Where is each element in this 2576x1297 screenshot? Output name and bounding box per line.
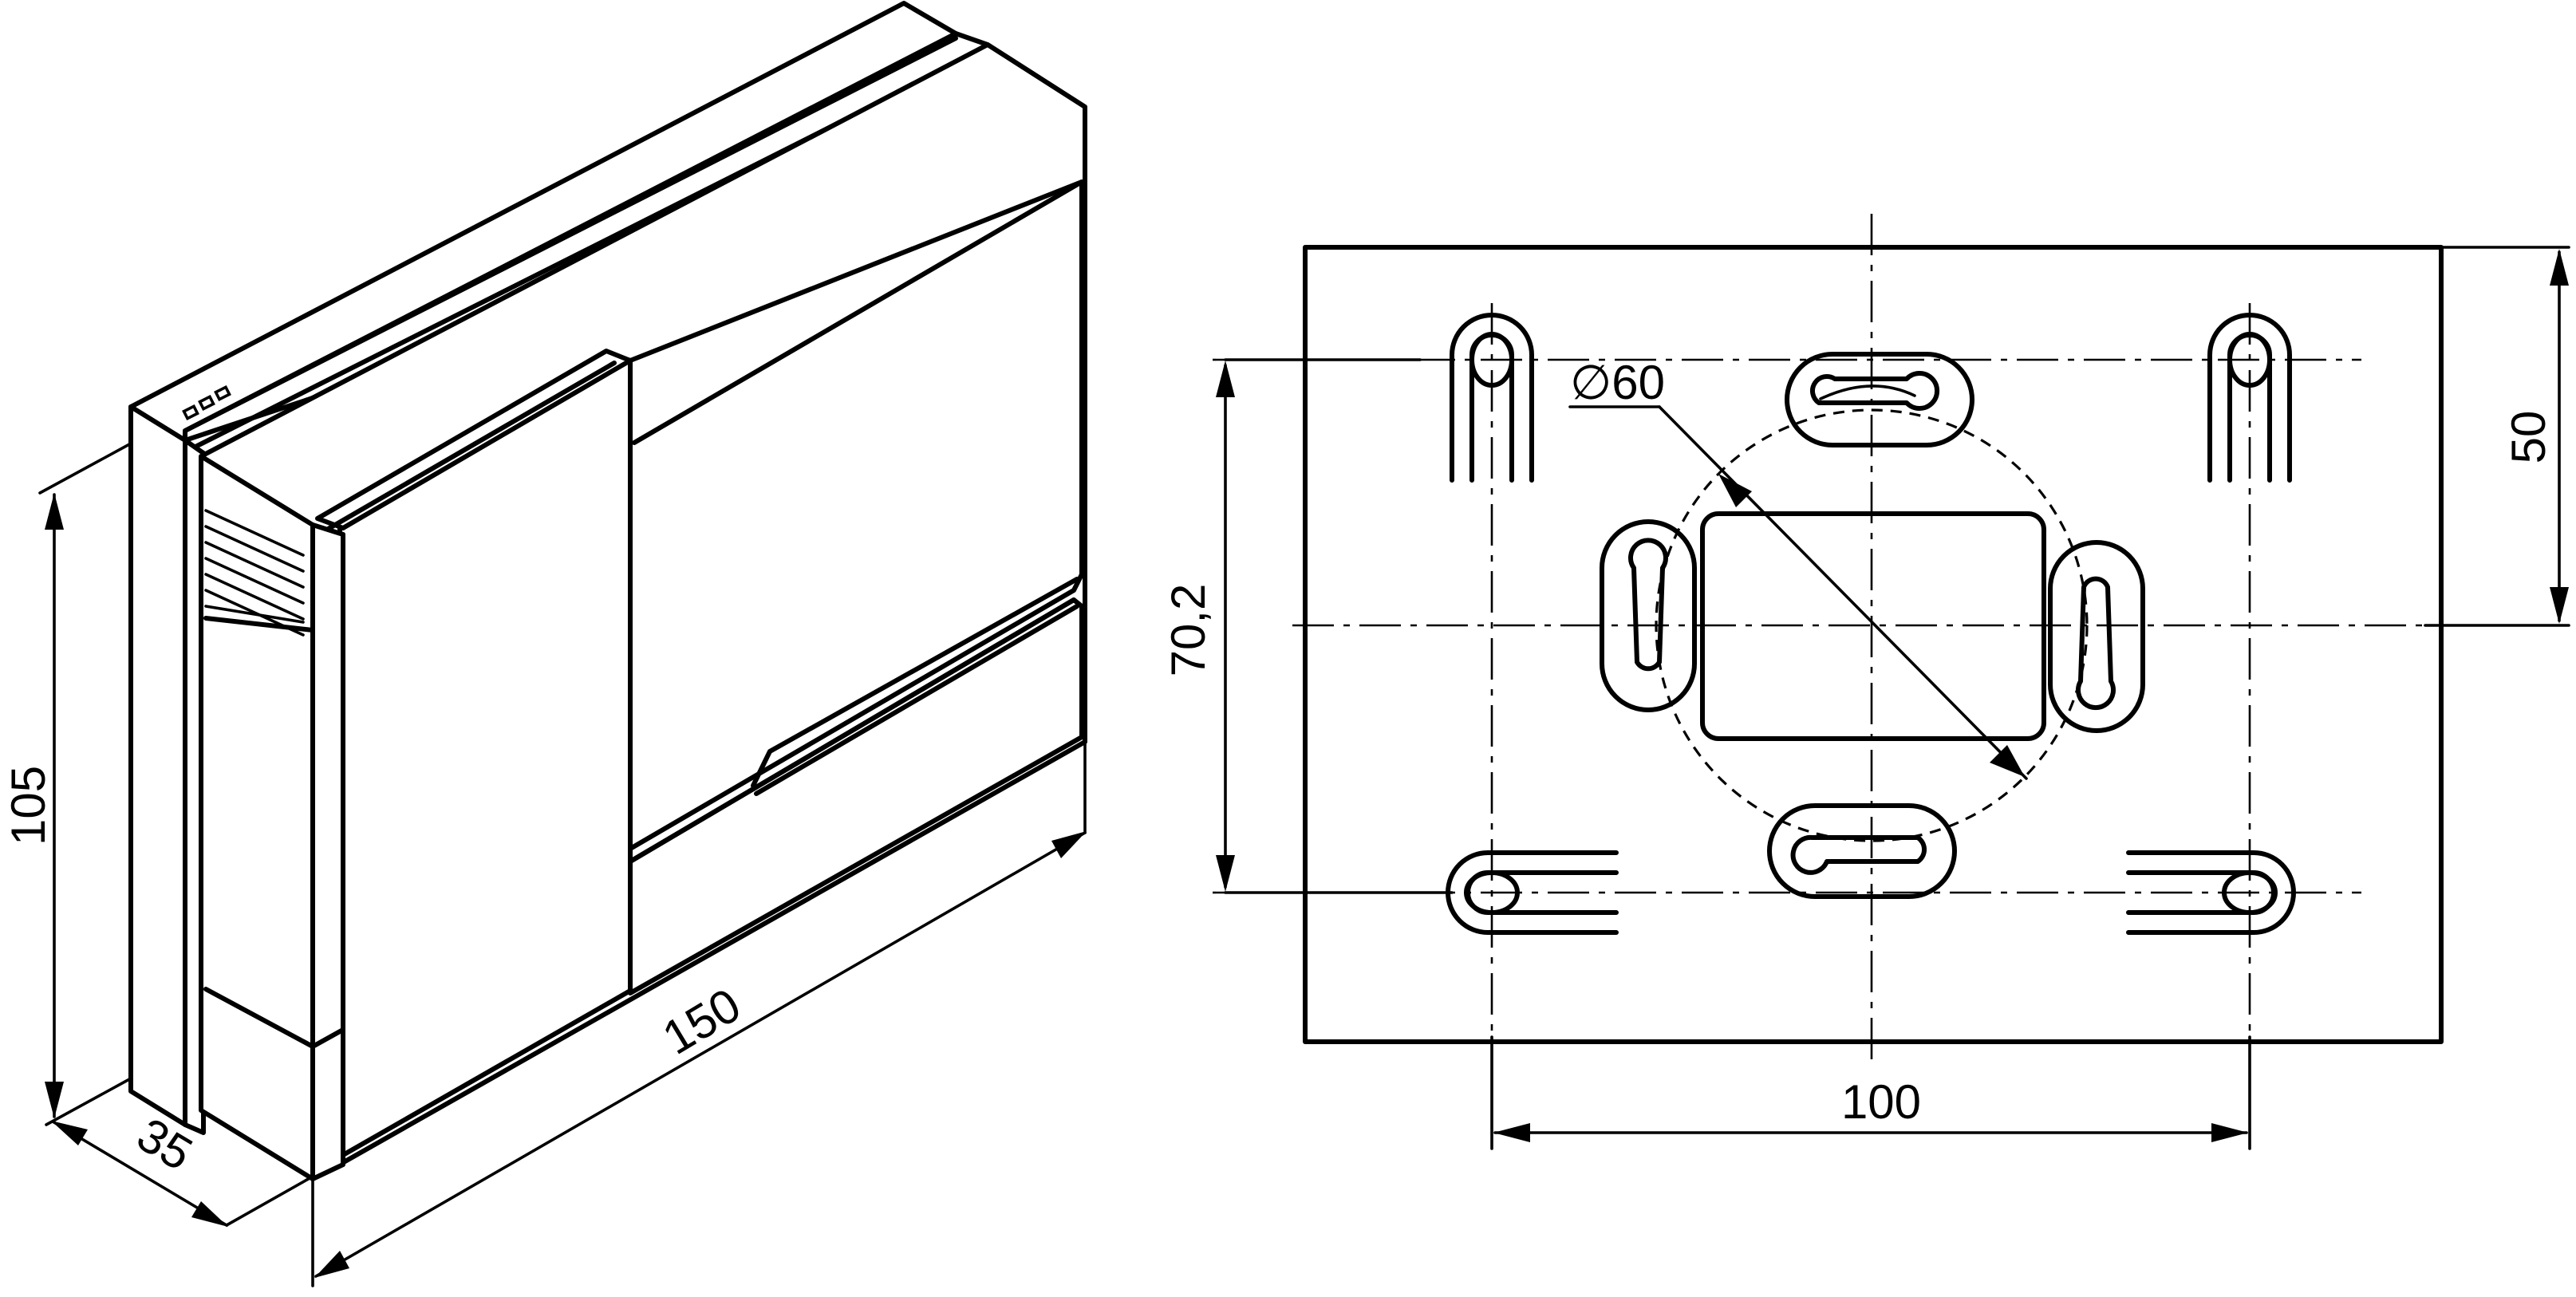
center-opening — [1700, 511, 2046, 741]
corner-slot-top-left — [1450, 313, 1534, 483]
dimension-vertical-spacing-label: 70,2 — [1162, 584, 1215, 677]
corner-slot-bottom-right — [2126, 850, 2296, 935]
keyhole-slot-left — [1600, 519, 1697, 712]
dimension-width-label: 150 — [653, 978, 749, 1065]
dimension-right-offset-label: 50 — [2502, 411, 2555, 464]
mounting-plate-view: ∅60 70,2 100 50 — [1162, 214, 2570, 1150]
vent-grille — [203, 509, 315, 637]
keyhole-slot-right — [2048, 540, 2145, 733]
diameter-circle — [1655, 408, 2089, 842]
mounting-plate-outline — [1303, 245, 2444, 1044]
keyhole-slot-top — [1785, 352, 1974, 447]
top-holes — [182, 384, 231, 421]
dimension-horizontal-spacing-label: 100 — [1841, 1075, 1921, 1129]
dimension-diameter: ∅60 — [1568, 356, 2028, 780]
keyhole-slot-bottom — [1767, 803, 1957, 899]
corner-slot-top-right — [2207, 313, 2292, 483]
dimension-diameter-label: ∅60 — [1570, 356, 1665, 409]
dimension-right-offset: 50 — [2424, 246, 2570, 627]
isometric-device-view: 105 35 150 — [2, 1, 1087, 1287]
device-left-face — [128, 404, 187, 1127]
dimension-vertical-spacing: 70,2 — [1162, 358, 1454, 894]
dimension-horizontal-spacing: 100 — [1490, 1035, 2251, 1150]
dimension-height-label: 105 — [2, 766, 55, 846]
dimension-height: 105 — [2, 442, 132, 1118]
